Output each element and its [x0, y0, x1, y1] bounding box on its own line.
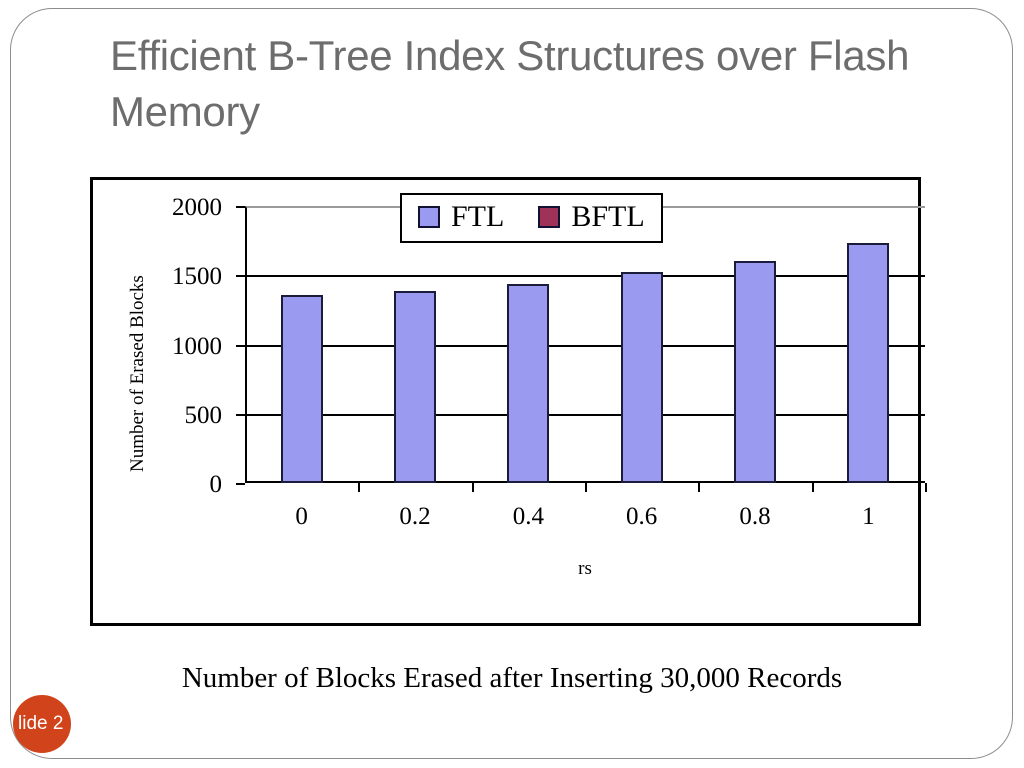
legend-label-bftl: BFTL — [571, 200, 645, 233]
y-tick-label: 1500 — [172, 263, 222, 291]
x-tick-label: 1 — [862, 503, 875, 530]
y-tick: 1000 — [172, 333, 245, 360]
y-tick: 500 — [185, 402, 245, 429]
y-tick: 1500 — [172, 263, 245, 290]
bar-ftl-1 — [847, 243, 890, 483]
x-tick — [698, 483, 701, 492]
slide-number-badge: lide 2 — [13, 695, 71, 753]
y-tick-label: 2000 — [172, 194, 222, 221]
x-tick — [358, 483, 361, 492]
plot-area: 0 500 1000 1500 2000 0 0.2 0.4 0.6 0.8 1 — [172, 194, 927, 530]
x-tick — [811, 483, 814, 492]
y-tick-label: 0 — [209, 471, 223, 498]
x-tick — [925, 483, 927, 492]
bar-ftl-0 — [280, 294, 323, 483]
y-tick-label: 1000 — [172, 332, 222, 360]
chart-container: Number of Erased Blocks rs 0 500 1000 1500 2… — [90, 177, 927, 626]
legend-label-ftl: FTL — [451, 200, 505, 233]
x-tick-label: 0.8 — [739, 503, 771, 530]
bar-ftl-0.4 — [507, 283, 550, 483]
y-tick-label: 500 — [184, 401, 223, 429]
legend-item-bftl: BFTL — [538, 200, 645, 233]
gridline — [245, 413, 925, 416]
gridline — [245, 275, 925, 278]
chart-legend: FTL BFTL — [400, 193, 663, 243]
bar-ftl-0.8 — [734, 261, 776, 483]
y-axis-title: Number of Erased Blocks — [127, 275, 148, 473]
gridline — [245, 344, 925, 347]
x-tick-label: 0.6 — [626, 503, 658, 530]
y-tick: 2000 — [172, 194, 245, 221]
y-tick: 0 — [210, 471, 245, 498]
x-tick-label: 0.4 — [512, 503, 544, 530]
bar-ftl-0.2 — [394, 290, 436, 483]
legend-swatch-bftl — [538, 206, 561, 228]
x-axis-title: rs — [578, 558, 592, 579]
bar-ftl-0.6 — [620, 272, 663, 483]
x-tick — [471, 483, 474, 492]
page-title: Efficient B-Tree Index Structures over F… — [110, 32, 910, 135]
x-tick-label: 0 — [295, 503, 308, 530]
figure-caption: Number of Blocks Erased after Inserting … — [181, 662, 843, 694]
x-tick — [585, 483, 587, 492]
legend-swatch-ftl — [418, 206, 440, 228]
slide-number-label: lide 2 — [18, 713, 64, 734]
legend-item-ftl: FTL — [418, 202, 504, 232]
x-tick-label: 0.2 — [399, 503, 431, 530]
